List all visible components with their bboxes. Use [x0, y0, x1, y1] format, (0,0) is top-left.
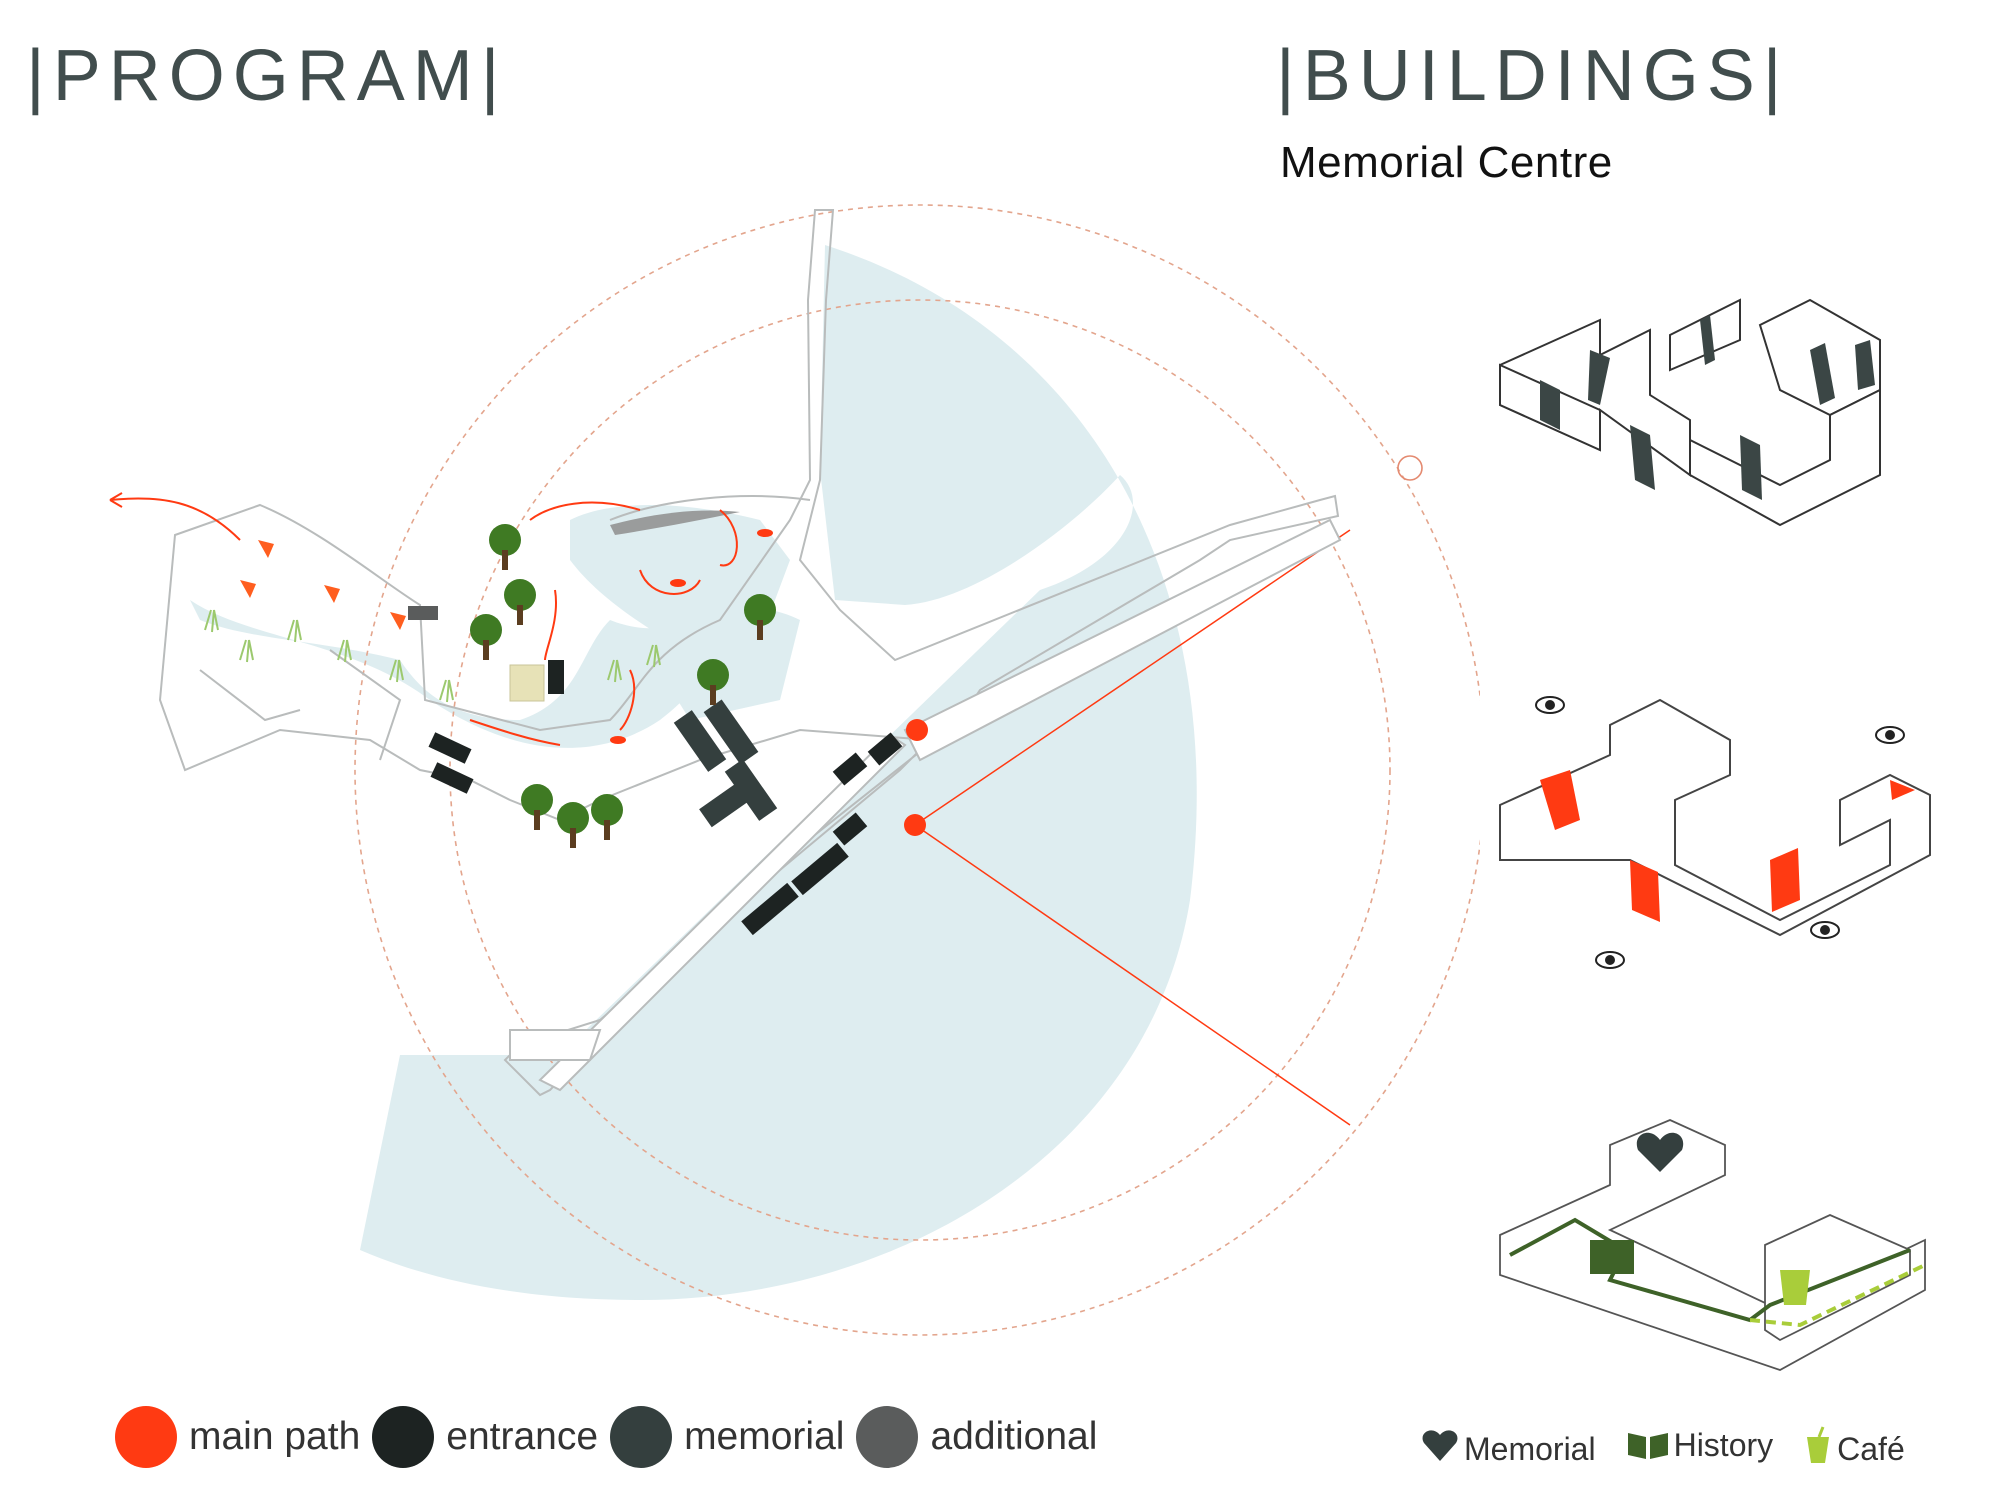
additional-building [408, 606, 545, 702]
red-dot-icon [115, 1406, 177, 1468]
memorial-centre-subtitle: Memorial Centre [1280, 138, 1613, 187]
program-legend: main path entrance memorial additional [115, 1406, 1109, 1468]
heart-icon [1422, 1430, 1458, 1461]
legend-additional: additional [856, 1406, 1097, 1468]
buildings-legend: Memorial History Café [1420, 1425, 1935, 1465]
carrots [240, 540, 406, 630]
legend-label: main path [189, 1415, 361, 1458]
vegetation-reeds [204, 609, 661, 703]
dark-dot-icon [610, 1406, 673, 1468]
legend-label: Café [1837, 1431, 1905, 1467]
legend-history-icon-item: History [1626, 1427, 1774, 1463]
legend-label: History [1673, 1427, 1774, 1463]
main-path-markers [904, 719, 928, 836]
book-icon [1627, 1433, 1668, 1459]
water-body [360, 245, 1197, 1300]
program-heading: |PROGRAM| [26, 36, 508, 116]
black-dot-icon [372, 1406, 435, 1468]
buildings-heading: |BUILDINGS| [1276, 36, 1790, 116]
trees [470, 524, 776, 848]
site-plan-diagram [109, 204, 1480, 1336]
walls [610, 510, 740, 535]
entrance-buildings [428, 660, 903, 936]
legend-cafe-icon-item: Café [1803, 1425, 1905, 1465]
program-arrows [109, 492, 738, 746]
legend-entrance: entrance [372, 1406, 598, 1468]
legend-memorial-icon-item: Memorial [1420, 1425, 1596, 1465]
building-axonometric-views [1499, 696, 1931, 969]
cup-icon [1807, 1426, 1830, 1463]
legend-main-path: main path [115, 1406, 360, 1468]
legend-label: additional [930, 1415, 1098, 1458]
memorial-buildings [673, 699, 778, 828]
gray-dot-icon [856, 1406, 919, 1468]
building-axonometric-massing [1499, 298, 1881, 527]
main-path-lines [914, 529, 1351, 1126]
legend-label: entrance [446, 1415, 599, 1458]
building-axonometric-program [1499, 1119, 1926, 1371]
legend-label: Memorial [1464, 1431, 1596, 1467]
eye-icons [1535, 696, 1905, 969]
radius-circles [354, 204, 1480, 1336]
legend-label: memorial [684, 1415, 845, 1458]
boardwalk [509, 518, 1342, 1092]
fish [610, 529, 773, 744]
legend-memorial: memorial [610, 1406, 844, 1468]
